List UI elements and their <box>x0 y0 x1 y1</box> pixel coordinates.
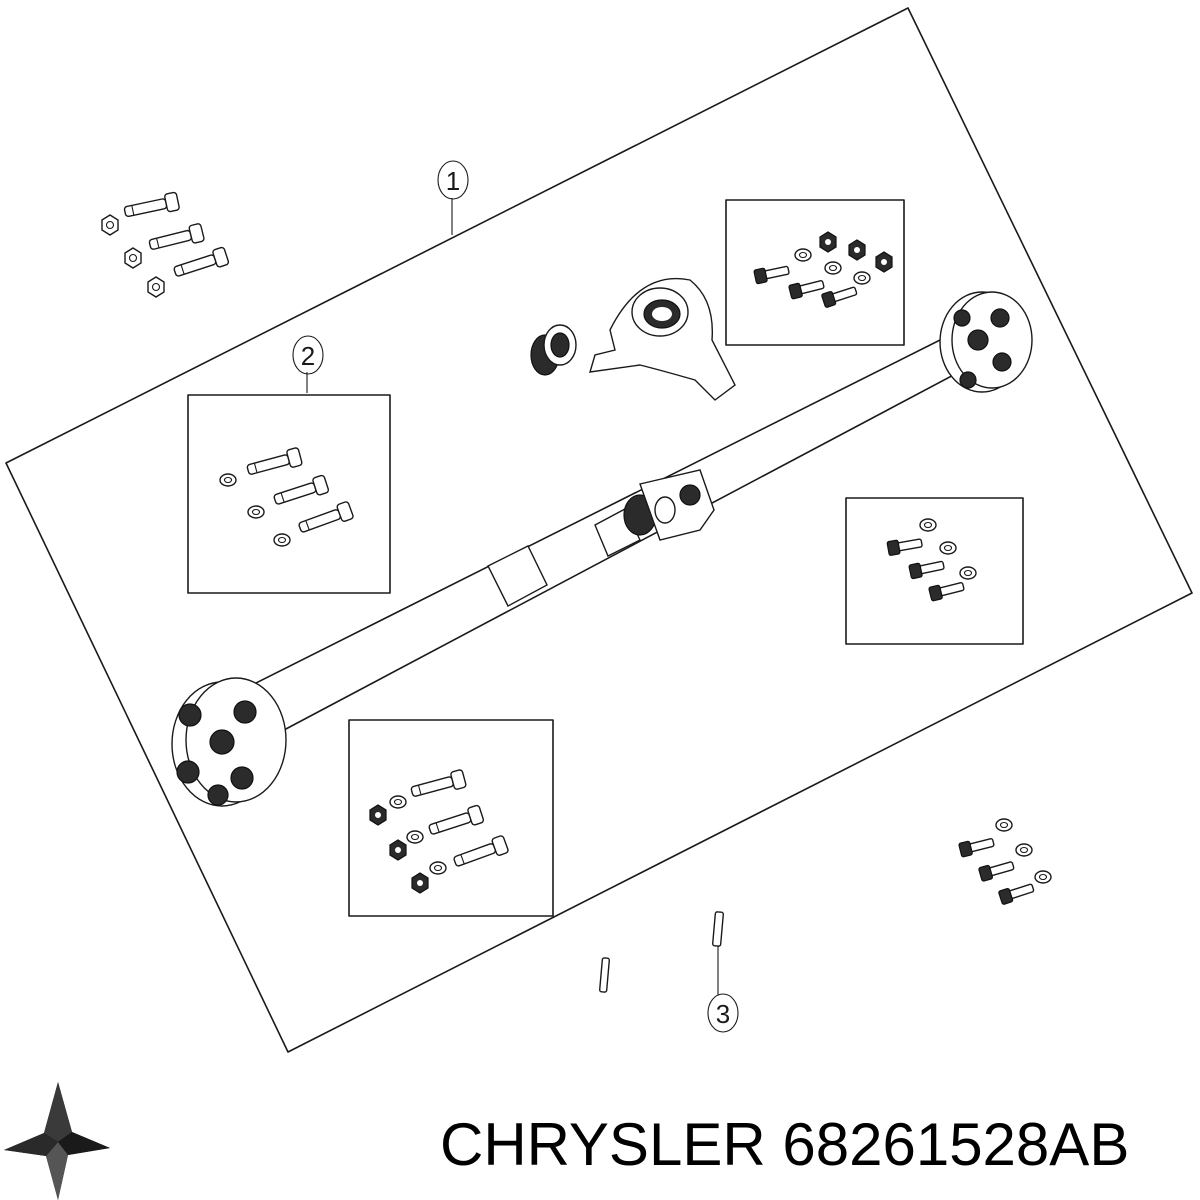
callout-1: 1 <box>437 160 469 235</box>
center-support-bearing <box>589 277 736 401</box>
alignment-pins <box>598 911 724 993</box>
chrysler-pentastar-logo <box>4 1082 110 1200</box>
brand-name: CHRYSLER <box>440 1111 766 1178</box>
callout-3: 3 <box>707 945 739 1033</box>
driveshaft <box>249 329 979 731</box>
flex-disc-coupling-rear <box>939 291 1033 393</box>
loose-hardware-top-left <box>101 191 230 298</box>
part-number: 68261528AB <box>782 1111 1130 1178</box>
hardware-kit-box-right <box>845 497 1024 645</box>
kit-outline <box>5 7 1193 1053</box>
hardware-kit-box-2 <box>187 394 391 594</box>
part-caption: CHRYSLER 68261528AB <box>440 1100 1190 1190</box>
flex-disc-coupling-front <box>171 677 287 807</box>
callout-2: 2 <box>292 335 324 393</box>
hardware-kit-box-bottom <box>348 719 554 917</box>
loose-hardware-bottom-right <box>957 818 1052 906</box>
callout-2-number: 2 <box>301 341 315 371</box>
hardware-kit-box-top-right <box>725 199 905 346</box>
callout-3-number: 3 <box>716 999 730 1029</box>
rubber-damper <box>530 324 577 376</box>
callout-1-number: 1 <box>446 166 460 196</box>
